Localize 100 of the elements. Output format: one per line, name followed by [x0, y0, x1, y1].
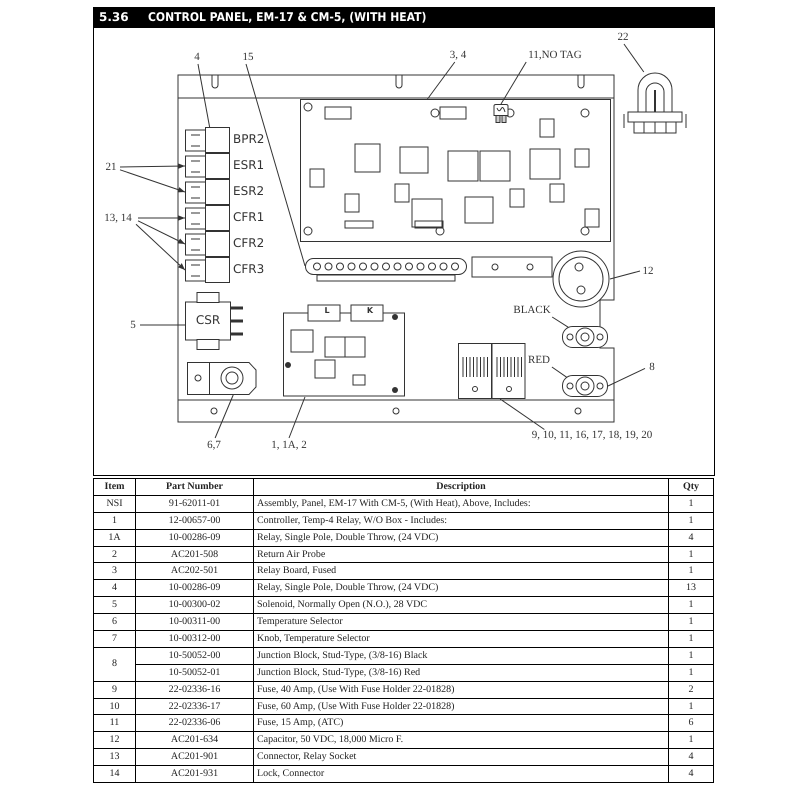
part-number-cell: AC201-634 — [136, 732, 254, 749]
relay-label: ESR1 — [233, 158, 264, 172]
callout-number: 9, 10, 11, 16, 17, 18, 19, 20 — [522, 428, 662, 458]
description-cell: Capacitor, 50 VDC, 18,000 Micro F. — [254, 732, 668, 749]
part-number-cell: AC201-508 — [136, 546, 254, 563]
part-number-cell: 10-00286-09 — [136, 529, 254, 546]
relay-label: CFR1 — [233, 210, 264, 224]
quantity-cell: 4 — [668, 748, 714, 766]
item-number-cell: 9 — [94, 681, 136, 698]
leader-line — [552, 316, 568, 328]
item-number-cell: 3 — [94, 562, 136, 580]
callout-label: RED — [524, 353, 554, 367]
relay-label: CFR2 — [233, 236, 264, 250]
part-number-cell: 22-02336-17 — [136, 698, 254, 715]
item-number-cell: 7 — [94, 630, 136, 648]
section-number: 5.36 — [99, 10, 129, 24]
description-cell: Fuse, 60 Amp, (Use With Fuse Holder 22-01828) — [254, 698, 668, 715]
column-header: Item — [94, 478, 136, 496]
callout-number: 11,NO TAG — [515, 48, 595, 62]
callout-number: 5 — [126, 318, 140, 332]
callout-number: 4 — [190, 50, 204, 64]
item-number-cell: 8 — [94, 647, 136, 682]
description-cell: Controller, Temp-4 Relay, W/O Box - Includes: — [254, 512, 668, 530]
leader-line — [246, 64, 306, 266]
item-number-cell: 1 — [94, 512, 136, 530]
leader-line — [138, 215, 186, 221]
description-cell: Lock, Connector — [254, 766, 668, 783]
section-title: CONTROL PANEL, EM-17 & CM-5, (WITH HEAT) — [148, 10, 426, 24]
part-number-cell: 12-00657-00 — [136, 512, 254, 530]
quantity-cell: 13 — [668, 580, 714, 597]
relay-label: CFR3 — [233, 262, 264, 276]
description-cell: Relay, Single Pole, Double Throw, (24 VDC) — [254, 580, 668, 597]
leader-line — [120, 169, 186, 192]
item-number-cell: 6 — [94, 614, 136, 631]
description-cell: Knob, Temperature Selector — [254, 630, 668, 648]
part-number-cell: 10-00300-02 — [136, 596, 254, 614]
quantity-cell: 4 — [668, 766, 714, 783]
item-number-cell: 4 — [94, 580, 136, 597]
item-number-cell: 12 — [94, 732, 136, 749]
quantity-cell: 1 — [668, 630, 714, 648]
solenoid-label: CSR — [194, 313, 222, 327]
item-number-cell: NSI — [94, 495, 136, 512]
quantity-cell: 6 — [668, 714, 714, 732]
part-number-cell: 10-00286-09 — [136, 580, 254, 597]
description-cell: Connector, Relay Socket — [254, 748, 668, 766]
leader-line — [214, 394, 234, 438]
quantity-cell: 1 — [668, 698, 714, 715]
part-number-cell: 91-62011-01 — [136, 495, 254, 512]
quantity-cell: 1 — [668, 512, 714, 530]
relay-tag: L — [311, 306, 343, 315]
callout-number: 22 — [615, 30, 631, 44]
column-header: Qty — [668, 478, 714, 496]
description-cell: Junction Block, Stud-Type, (3/8-16) Black — [254, 647, 668, 664]
part-number-cell: 22-02336-06 — [136, 714, 254, 732]
item-number-cell: 13 — [94, 748, 136, 766]
callout-label: BLACK — [508, 303, 556, 317]
quantity-cell: 1 — [668, 546, 714, 563]
item-number-cell: 11 — [94, 714, 136, 732]
leader-line — [136, 224, 186, 270]
leader-line — [500, 398, 545, 430]
description-cell: Temperature Selector — [254, 614, 668, 631]
quantity-cell: 1 — [668, 596, 714, 614]
item-number-cell: 5 — [94, 596, 136, 614]
relay-label: BPR2 — [233, 132, 264, 146]
leader-line — [500, 62, 527, 104]
part-number-cell: 10-50052-01 — [136, 664, 254, 682]
part-number-cell: AC201-901 — [136, 748, 254, 766]
callout-number: 21 — [102, 160, 120, 174]
quantity-cell: 1 — [668, 495, 714, 512]
description-cell: Relay Board, Fused — [254, 562, 668, 580]
callout-number: 12 — [640, 264, 656, 278]
part-number-cell: 10-00312-00 — [136, 630, 254, 648]
part-number-cell: 10-50052-00 — [136, 647, 254, 664]
part-number-cell: 22-02336-16 — [136, 681, 254, 698]
callout-number: 15 — [240, 50, 256, 64]
leader-line — [288, 396, 306, 438]
leader-line — [610, 270, 640, 280]
part-number-cell: 10-00311-00 — [136, 614, 254, 631]
column-header: Description — [254, 478, 668, 496]
leader-line — [197, 64, 210, 128]
relay-tag: K — [354, 306, 386, 315]
relay-label: ESR2 — [233, 184, 264, 198]
description-cell: Assembly, Panel, EM-17 With CM-5, (With Heat), Above, Includes: — [254, 495, 668, 512]
leader-line — [140, 324, 186, 326]
callout-number: 6,7 — [200, 438, 228, 452]
leader-line — [623, 44, 644, 72]
quantity-cell: 4 — [668, 529, 714, 546]
leader-line — [551, 366, 568, 378]
leader-line — [138, 220, 186, 244]
description-cell: Fuse, 40 Amp, (Use With Fuse Holder 22-01828) — [254, 681, 668, 698]
column-header: Part Number — [136, 478, 254, 496]
quantity-cell: 1 — [668, 664, 714, 682]
quantity-cell: 2 — [668, 681, 714, 698]
description-cell: Junction Block, Stud-Type, (3/8-16) Red — [254, 664, 668, 682]
item-number-cell: 14 — [94, 766, 136, 783]
description-cell: Solenoid, Normally Open (N.O.), 28 VDC — [254, 596, 668, 614]
leader-line — [608, 368, 646, 386]
leader-line — [427, 62, 456, 100]
item-number-cell: 10 — [94, 698, 136, 715]
item-number-cell: 1A — [94, 529, 136, 546]
